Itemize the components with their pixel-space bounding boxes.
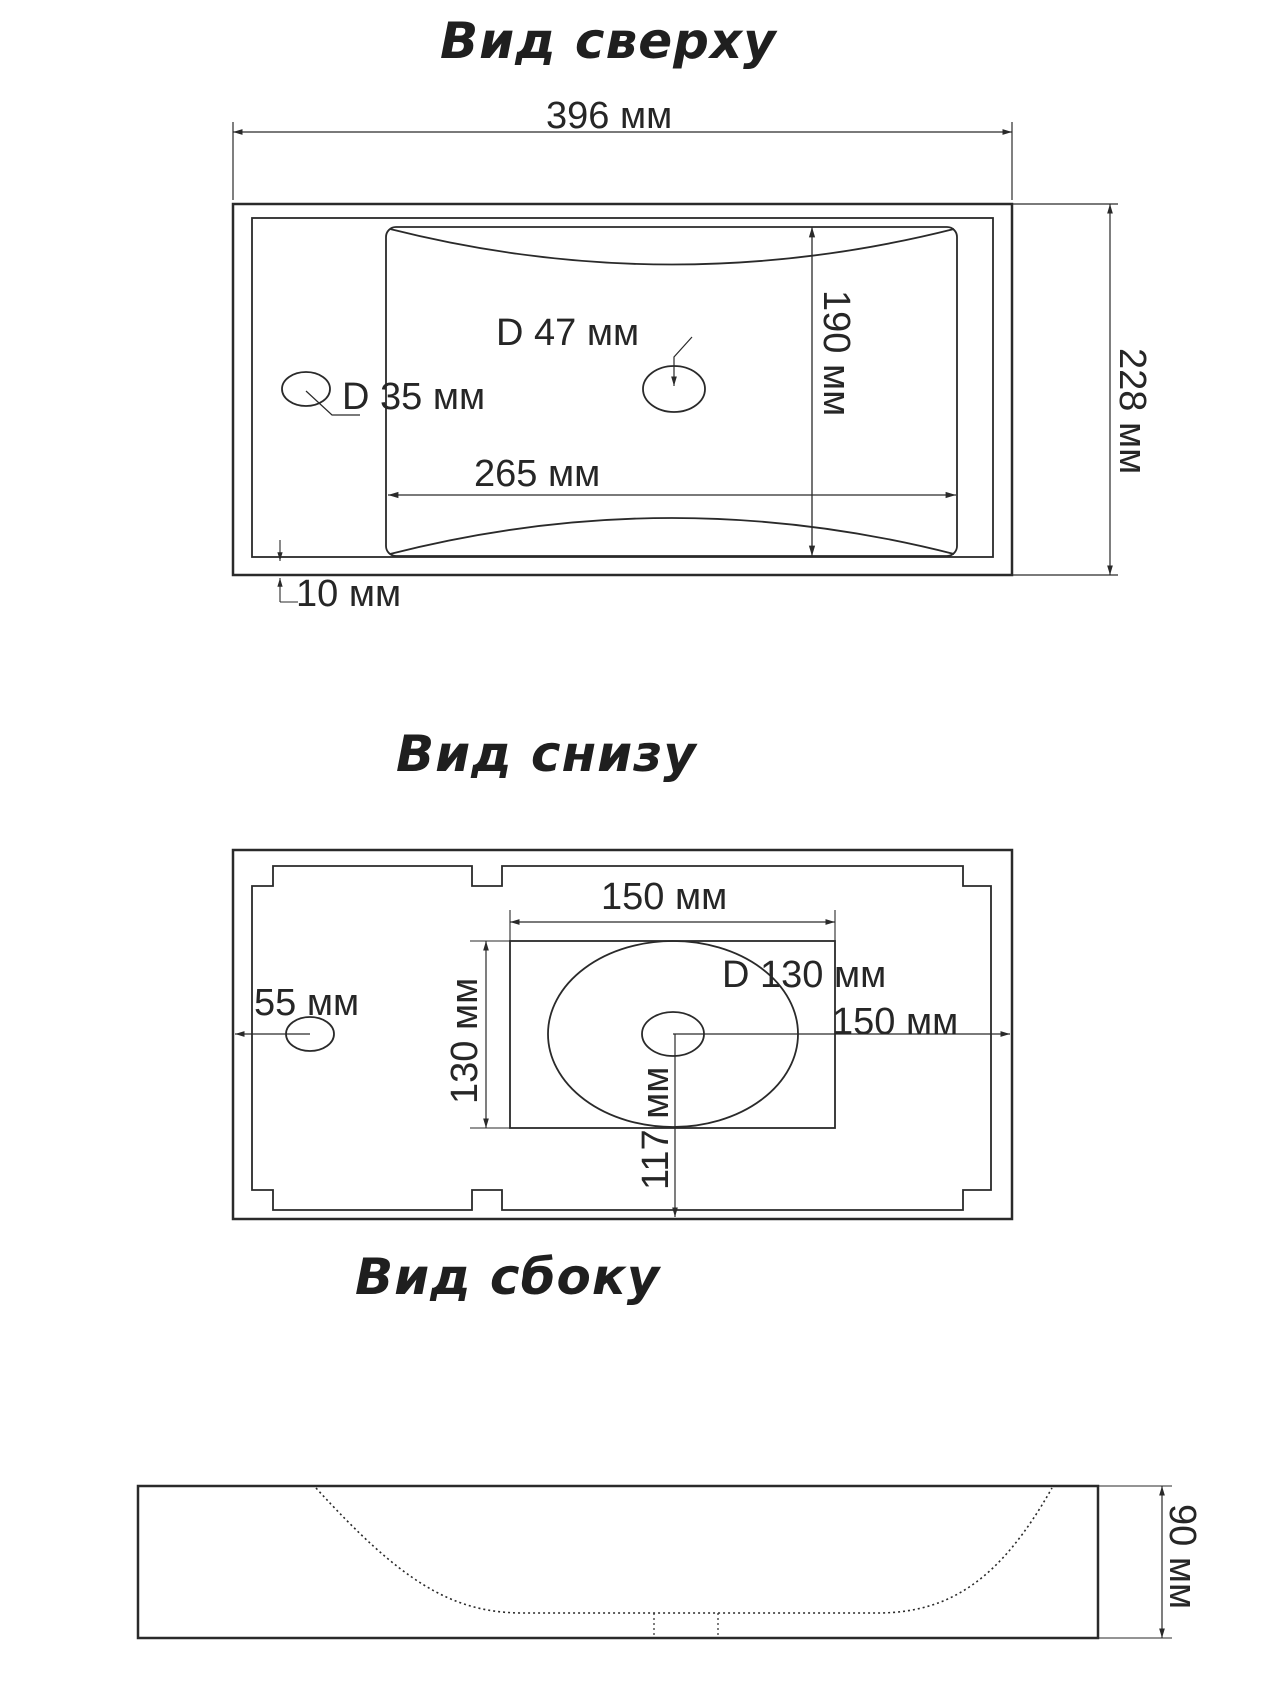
drain-leader <box>671 336 693 386</box>
bottom-outline <box>231 848 1014 1221</box>
drain-offset-label: 117 мм <box>635 1067 677 1190</box>
side-view-title: Вид сбоку <box>355 1248 662 1306</box>
depth-label: 228 мм <box>1111 348 1153 474</box>
bowl-depth-label: 190 мм <box>815 290 857 416</box>
plate-width-dimension: 150 мм <box>509 876 836 941</box>
top-view-title: Вид сверху <box>440 12 778 70</box>
left-offset-label: 55 мм <box>254 982 359 1024</box>
width-dimension: 396 мм <box>232 95 1013 200</box>
plate-height-label: 130 мм <box>444 978 486 1104</box>
width-label: 396 мм <box>546 95 672 137</box>
side-view: Вид сбоку 90 мм <box>136 1248 1203 1640</box>
rim-label: 10 мм <box>296 573 401 615</box>
tap-hole <box>281 371 331 407</box>
rim-dimension: 10 мм <box>277 540 401 615</box>
depth-dimension: 228 мм <box>1012 203 1153 576</box>
plate-width-label: 150 мм <box>601 876 727 918</box>
bottom-inner-outline <box>251 865 992 1211</box>
tap-hole-label: D 35 мм <box>342 376 485 418</box>
bowl-width-label: 265 мм <box>474 453 600 495</box>
plate-height-dimension: 130 мм <box>444 940 510 1129</box>
bottom-view-title: Вид снизу <box>396 725 698 783</box>
drain-label: D 47 мм <box>496 312 639 354</box>
bowl <box>385 226 958 557</box>
rim-outline <box>251 217 994 558</box>
right-offset-label: 150 мм <box>832 1001 958 1043</box>
tap-hole-leader <box>305 390 360 416</box>
sink-outline <box>231 202 1014 577</box>
bottom-view: Вид снизу 150 мм 130 мм D 130 мм 150 мм <box>231 725 1014 1221</box>
top-view: Вид сверху 396 мм 190 мм 265 мм D 47 мм <box>231 12 1153 615</box>
ring-label: D 130 мм <box>722 954 886 996</box>
side-outline <box>136 1484 1100 1640</box>
height-dimension: 90 мм <box>1098 1485 1203 1639</box>
height-label: 90 мм <box>1161 1504 1203 1609</box>
bowl-profile <box>315 1487 1053 1614</box>
